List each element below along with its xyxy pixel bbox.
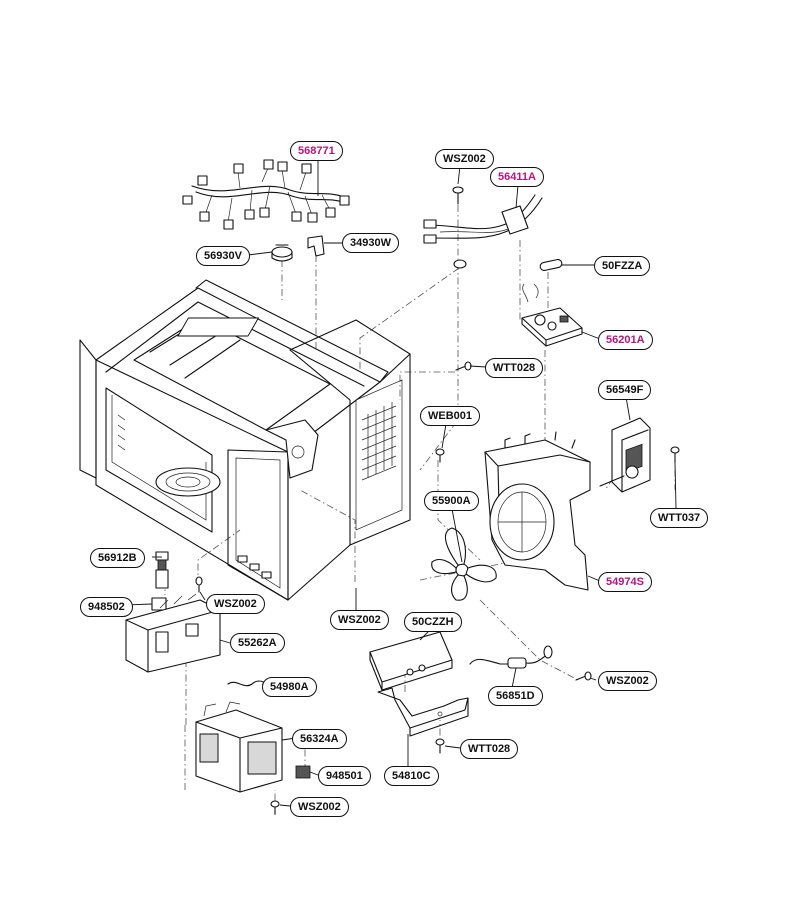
part-label-wsz002-top[interactable]: WSZ002 bbox=[435, 149, 494, 169]
part-code: 55262A bbox=[238, 637, 277, 649]
screw-drawing-right bbox=[575, 671, 592, 681]
part-code: WSZ002 bbox=[214, 598, 257, 610]
part-label-wtt037[interactable]: WTT037 bbox=[650, 508, 709, 528]
part-code: 56411A bbox=[498, 171, 536, 183]
part-code: 50FZZA bbox=[602, 260, 643, 272]
hv-diode-drawing bbox=[469, 645, 553, 669]
part-code: 50CZZH bbox=[412, 616, 454, 628]
part-code: 56912B bbox=[98, 552, 137, 564]
part-code: WSZ002 bbox=[338, 614, 381, 626]
part-code: 54974S bbox=[606, 576, 644, 588]
part-code: 55900A bbox=[432, 495, 471, 507]
part-label-56930v[interactable]: 56930V bbox=[196, 246, 250, 266]
part-code: WEB001 bbox=[428, 410, 473, 422]
part-label-55900a[interactable]: 55900A bbox=[424, 491, 479, 511]
screw-drawing-wtt028-upper bbox=[455, 361, 472, 371]
magnetron-thermostat-drawing bbox=[295, 765, 311, 779]
fan-blade-drawing bbox=[431, 527, 497, 601]
leader-lines bbox=[125, 160, 677, 807]
wire-harness-drawing bbox=[182, 159, 350, 230]
bracket-drawing bbox=[307, 235, 325, 257]
part-label-34930w[interactable]: 34930W bbox=[342, 233, 399, 253]
part-label-wtt028-lower[interactable]: WTT028 bbox=[460, 739, 519, 759]
screw-drawing-web001 bbox=[435, 448, 445, 463]
power-cord-drawing bbox=[423, 194, 543, 269]
part-label-54810c[interactable]: 54810C bbox=[384, 766, 439, 786]
part-code: 54810C bbox=[392, 770, 431, 782]
part-label-56324a[interactable]: 56324A bbox=[292, 729, 347, 749]
screw-drawing-latch bbox=[195, 576, 203, 593]
part-code: WSZ002 bbox=[298, 801, 341, 813]
part-code: 56930V bbox=[204, 250, 242, 262]
part-label-54980a[interactable]: 54980A bbox=[262, 677, 317, 697]
part-code: WSZ002 bbox=[606, 675, 649, 687]
switch-drawing-56912b bbox=[155, 551, 169, 589]
part-code: 54980A bbox=[270, 681, 309, 693]
capacitor-drawing bbox=[369, 631, 453, 691]
magnetron-drawing bbox=[195, 701, 283, 793]
part-label-wsz002-bottom[interactable]: WSZ002 bbox=[290, 797, 349, 817]
part-code: WTT037 bbox=[658, 512, 701, 524]
part-label-wsz002-latch[interactable]: WSZ002 bbox=[206, 594, 265, 614]
part-code: 568771 bbox=[298, 145, 335, 157]
screw-drawing-wtt028-lower bbox=[435, 738, 445, 754]
part-code: 34930W bbox=[350, 237, 391, 249]
fuse-drawing bbox=[539, 258, 563, 272]
spring-drawing bbox=[227, 680, 267, 687]
part-label-948502[interactable]: 948502 bbox=[80, 597, 133, 617]
part-label-wsz002-center[interactable]: WSZ002 bbox=[330, 610, 389, 630]
screw-drawing-bottom bbox=[270, 800, 280, 815]
part-code: 56549F bbox=[606, 384, 644, 396]
part-label-55262a[interactable]: 55262A bbox=[230, 633, 285, 653]
screw-drawing-top bbox=[452, 186, 464, 205]
cavity-drawing bbox=[79, 279, 411, 601]
screw-drawing-wtt037 bbox=[670, 446, 680, 463]
latch-board-drawing bbox=[125, 593, 221, 673]
part-label-54974s[interactable]: 54974S bbox=[598, 572, 652, 592]
part-code: WSZ002 bbox=[443, 153, 486, 165]
part-label-568771[interactable]: 568771 bbox=[290, 141, 343, 161]
part-code: 56324A bbox=[300, 733, 339, 745]
part-code: WTT028 bbox=[468, 743, 511, 755]
part-code: 948502 bbox=[88, 601, 125, 613]
part-label-web001[interactable]: WEB001 bbox=[420, 406, 481, 426]
part-label-wtt028-upper[interactable]: WTT028 bbox=[485, 358, 544, 378]
fan-motor-drawing bbox=[599, 417, 651, 493]
capacitor-bracket-drawing bbox=[377, 687, 469, 737]
thermostat-drawing bbox=[271, 244, 293, 262]
part-code: WTT028 bbox=[493, 362, 536, 374]
part-label-56201a[interactable]: 56201A bbox=[598, 330, 653, 350]
part-label-56411a[interactable]: 56411A bbox=[490, 167, 544, 187]
air-guide-drawing bbox=[484, 431, 591, 591]
part-label-948501[interactable]: 948501 bbox=[318, 766, 371, 786]
part-label-56912b[interactable]: 56912B bbox=[90, 548, 145, 568]
part-label-wsz002-right[interactable]: WSZ002 bbox=[598, 671, 657, 691]
part-code: 948501 bbox=[326, 770, 363, 782]
noise-filter-drawing bbox=[521, 283, 583, 347]
part-label-50czzh[interactable]: 50CZZH bbox=[404, 612, 462, 632]
part-code: 56851D bbox=[496, 690, 535, 702]
part-code: 56201A bbox=[606, 334, 645, 346]
part-label-56851d[interactable]: 56851D bbox=[488, 686, 543, 706]
part-label-56549f[interactable]: 56549F bbox=[598, 380, 652, 400]
part-label-50fzza[interactable]: 50FZZA bbox=[594, 256, 651, 276]
